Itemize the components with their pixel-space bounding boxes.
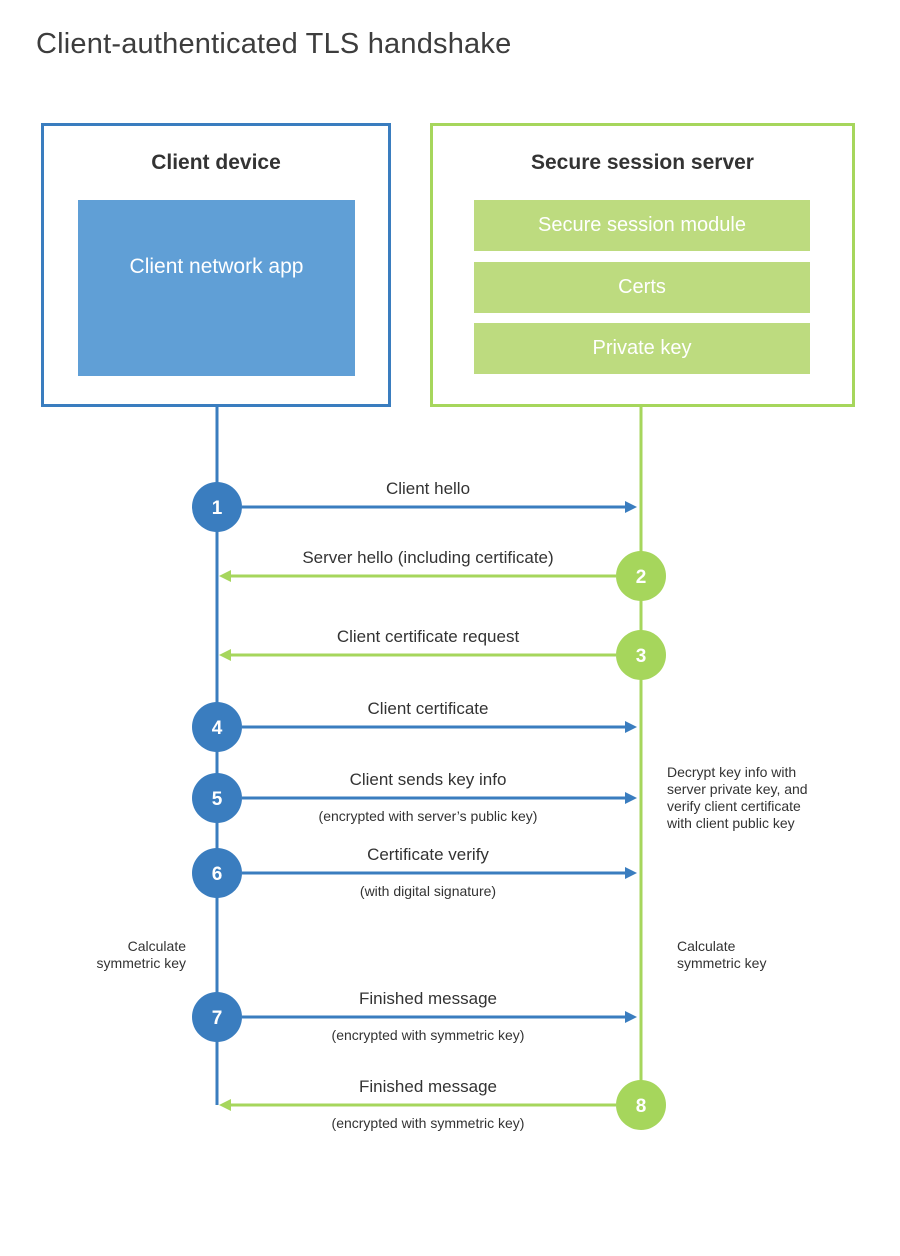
step-circle-7 <box>192 992 242 1042</box>
message-label-5: Client sends key info <box>349 770 507 789</box>
message-sublabel-6: (with digital signature) <box>359 883 497 899</box>
step-circle-2 <box>616 551 666 601</box>
client-calc-note: Calculate symmetric key <box>97 938 186 972</box>
client-device-box: Client device Client network app <box>41 123 391 407</box>
note-line: server private key, and <box>667 781 808 797</box>
arrowhead-8 <box>219 1099 231 1111</box>
message-label-4: Client certificate <box>367 699 489 718</box>
arrowhead-7 <box>625 1011 637 1023</box>
note-line: Calculate <box>127 938 186 954</box>
arrowhead-1 <box>625 501 637 513</box>
arrowhead-2 <box>219 570 231 582</box>
message-label-6: Certificate verify <box>367 845 489 864</box>
note-line: Calculate <box>677 938 736 954</box>
step-circle-6 <box>192 848 242 898</box>
arrowhead-6 <box>625 867 637 879</box>
step-number-8: 8 <box>636 1096 647 1117</box>
message-label-8: Finished message <box>359 1077 497 1096</box>
message-sublabel-7: (encrypted with symmetric key) <box>331 1027 525 1043</box>
step-number-1: 1 <box>212 498 223 519</box>
note-line: verify client certificate <box>667 798 801 814</box>
certs-module: Certs <box>474 262 810 313</box>
note-line: Decrypt key info with <box>667 764 797 780</box>
secure-session-module: Secure session module <box>474 200 810 251</box>
step-circle-4 <box>192 702 242 752</box>
private-key-module: Private key <box>474 323 810 374</box>
arrowhead-4 <box>625 721 637 733</box>
step-number-7: 7 <box>212 1008 223 1029</box>
arrowhead-5 <box>625 792 637 804</box>
client-device-title: Client device <box>151 151 281 174</box>
step-number-3: 3 <box>636 646 647 667</box>
step-number-2: 2 <box>636 567 647 588</box>
page-title: Client-authenticated TLS handshake <box>36 28 512 60</box>
note-line: symmetric key <box>96 955 186 971</box>
server-decrypt-note: Decrypt key info with server private key… <box>667 764 808 832</box>
note-line: with client public key <box>667 815 795 831</box>
server-calc-note: Calculate symmetric key <box>677 938 766 972</box>
message-label-2: Server hello (including certificate) <box>302 548 554 567</box>
step-circle-5 <box>192 773 242 823</box>
arrowhead-3 <box>219 649 231 661</box>
step-number-6: 6 <box>212 864 223 885</box>
step-number-4: 4 <box>212 718 223 739</box>
step-number-5: 5 <box>212 789 223 810</box>
message-sublabel-5: (encrypted with server’s public key) <box>318 808 538 824</box>
message-sublabel-8: (encrypted with symmetric key) <box>331 1115 525 1131</box>
step-circle-8 <box>616 1080 666 1130</box>
step-circle-1 <box>192 482 242 532</box>
message-label-3: Client certificate request <box>336 627 520 646</box>
client-network-app: Client network app <box>78 200 355 376</box>
message-label-1: Client hello <box>385 479 471 498</box>
server-title: Secure session server <box>531 151 754 174</box>
message-label-7: Finished message <box>359 989 497 1008</box>
note-line: symmetric key <box>677 955 767 971</box>
secure-session-server-box: Secure session server Secure session mod… <box>430 123 855 407</box>
step-circle-3 <box>616 630 666 680</box>
